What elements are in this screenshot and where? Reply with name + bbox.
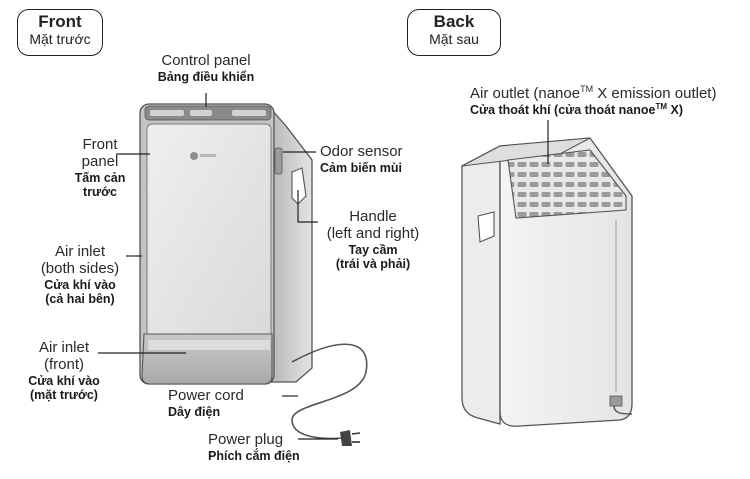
back-badge: Back Mặt sau	[407, 9, 501, 56]
label-odor-sensor: Odor sensor Cảm biến mùi	[320, 143, 403, 175]
front-title: Front	[38, 12, 82, 31]
label-air-inlet-front: Air inlet (front) Cửa khí vào (mặt trước…	[28, 339, 100, 402]
back-purifier-illustration	[461, 137, 633, 427]
back-title: Back	[433, 12, 475, 31]
leader-lines	[98, 93, 549, 440]
front-title-vi: Mặt trước	[29, 30, 91, 47]
front-badge: Front Mặt trước	[17, 9, 103, 56]
front-purifier-illustration	[139, 103, 368, 446]
label-control-panel: Control panel Bảng điều khiển	[157, 52, 255, 84]
back-title-vi: Mặt sau	[429, 30, 479, 47]
label-air-outlet: Air outlet (nanoeTM X emission outlet) C…	[470, 84, 717, 117]
label-power-cord: Power cord Dây điện	[168, 387, 244, 419]
leader-handle	[297, 190, 318, 223]
label-power-plug: Power plug Phích cắm điện	[208, 431, 300, 463]
label-handle: Handle (left and right) Tay cầm (trái và…	[326, 208, 420, 271]
label-air-inlet-sides: Air inlet (both sides) Cửa khí vào (cả h…	[40, 243, 120, 306]
label-front-panel: Front panel Tấm cản trước	[74, 136, 126, 199]
